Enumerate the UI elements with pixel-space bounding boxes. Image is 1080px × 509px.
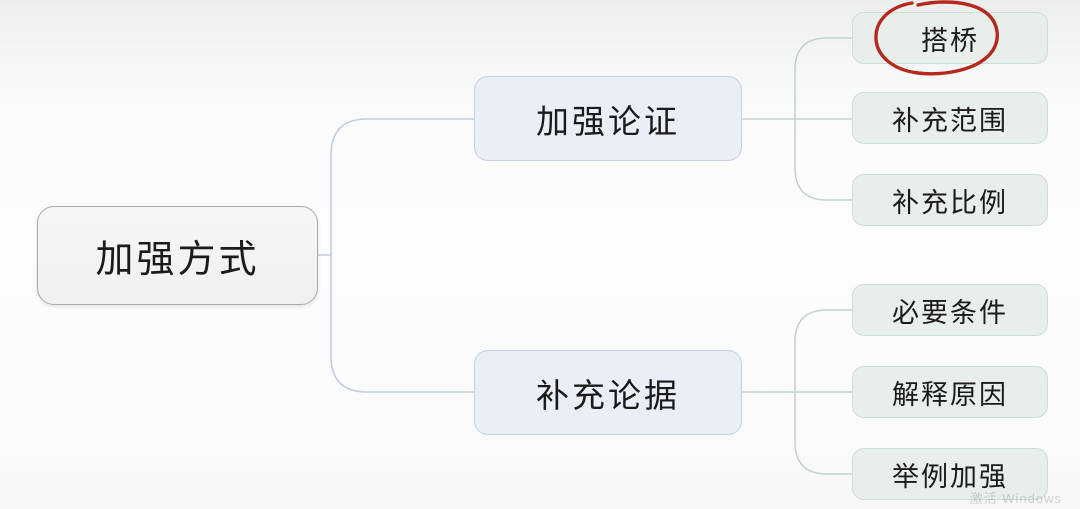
node-leaf-julijiaqiang-label: 举例加强 [892,461,1008,492]
connector-branch2-to-leaf4 [794,309,853,393]
connector-root-to-branch2 [330,254,475,393]
node-branch-2-label: 补充论据 [536,376,680,414]
node-branch-1[interactable]: 加强论证 [474,76,742,161]
node-branch-2[interactable]: 补充论据 [474,350,742,435]
node-root-label: 加强方式 [95,239,260,281]
node-leaf-buchongbili-label: 补充比例 [892,187,1008,218]
node-leaf-biyaotiaojian-label: 必要条件 [892,297,1008,328]
node-root[interactable]: 加强方式 [37,206,318,305]
connector-branch1-to-leaf1 [794,37,853,120]
windows-watermark: 激活 Windows [969,491,1062,506]
node-leaf-dachiao-label: 搭桥 [921,25,979,56]
node-leaf-dachiao[interactable]: 搭桥 [852,12,1048,64]
connector-root-to-branch1 [330,118,475,256]
connector-branch2-to-leaf6 [794,391,853,475]
connector-branch1-to-leaf3 [794,118,853,201]
node-leaf-biyaotiaojian[interactable]: 必要条件 [852,284,1048,336]
node-branch-1-label: 加强论证 [536,102,680,140]
node-leaf-buchongbili[interactable]: 补充比例 [852,174,1048,226]
node-leaf-buchongfanwei-label: 补充范围 [892,105,1008,136]
node-leaf-buchongfanwei[interactable]: 补充范围 [852,92,1048,144]
node-leaf-julijiaqiang[interactable]: 举例加强 [852,448,1048,500]
node-leaf-jieshiyuanyin-label: 解释原因 [892,379,1008,410]
node-leaf-jieshiyuanyin[interactable]: 解释原因 [852,366,1048,418]
